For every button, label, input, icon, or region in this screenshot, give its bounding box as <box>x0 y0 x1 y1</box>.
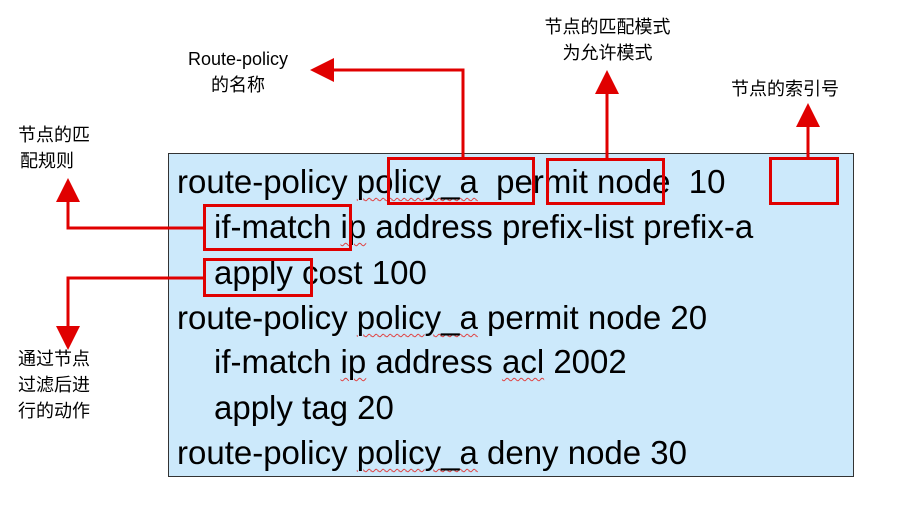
label-policy-name: Route-policy 的名称 <box>187 49 289 95</box>
arrow-policy-name <box>310 58 465 157</box>
code-line-5: if-match ip address acl 2002 <box>214 343 627 380</box>
code-line-7: route-policy policy_a deny node 30 <box>177 434 688 471</box>
highlight-permit <box>546 158 665 205</box>
highlight-policy-name <box>387 157 535 205</box>
arrow-action <box>56 276 203 350</box>
highlight-if-match <box>203 204 352 251</box>
code-block <box>168 153 854 477</box>
highlight-apply <box>203 258 313 297</box>
label-match-rule: 节点的匹 配规则 <box>18 125 90 171</box>
highlight-node-index <box>769 157 839 205</box>
arrow-match-rule <box>56 178 203 230</box>
label-match-mode: 节点的匹配模式 为允许模式 <box>544 17 671 63</box>
code-line-1: route-policy policy_a permit node 10 <box>177 163 726 200</box>
code-line-2: if-match ip address prefix-list prefix-a <box>214 208 754 245</box>
code-line-4: route-policy policy_a permit node 20 <box>177 299 708 336</box>
label-action: 通过节点 过滤后进 行的动作 <box>18 349 90 421</box>
label-node-index: 节点的索引号 <box>731 79 839 99</box>
code-line-6: apply tag 20 <box>214 389 394 426</box>
